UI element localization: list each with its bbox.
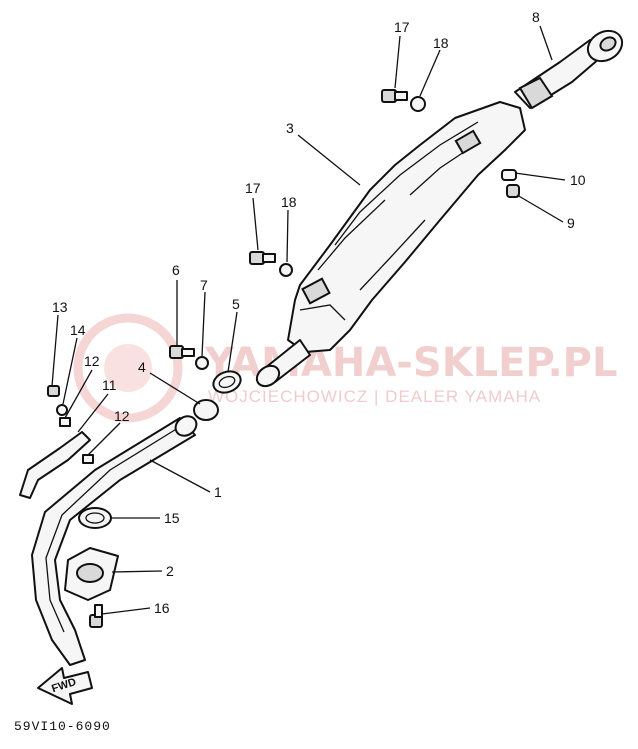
exhaust-pipe-outlet [174, 415, 198, 437]
bolt-13 [47, 385, 60, 397]
muffler-rib-2 [317, 199, 386, 271]
callout-2: 2 [166, 563, 174, 579]
callout-5: 5 [232, 296, 240, 312]
muffler-rib-5 [299, 304, 346, 321]
callout-12-upper: 12 [84, 353, 100, 369]
muffler-inlet-end [255, 364, 281, 388]
callout-18-upper: 18 [433, 35, 449, 51]
muffler-body-outline [287, 101, 526, 353]
callout-16: 16 [154, 600, 170, 616]
callout-14: 14 [70, 322, 86, 338]
muffler-rib-1 [334, 121, 479, 246]
muffler-bracket-front [301, 277, 331, 305]
callouts: 17 8 18 3 10 9 17 18 6 7 5 13 14 12 4 11… [52, 9, 586, 616]
damper-12-upper [59, 417, 71, 427]
washer-7 [195, 356, 209, 370]
gasket-part-15 [78, 507, 112, 529]
bolt-6 [169, 345, 195, 359]
callout-17-upper: 17 [394, 19, 410, 35]
callout-11: 11 [102, 377, 117, 393]
callout-18-lower: 18 [281, 194, 297, 210]
callout-3: 3 [286, 120, 294, 136]
callout-17-lower: 17 [245, 180, 261, 196]
callout-1: 1 [214, 484, 222, 500]
tail-pipe-clamp [518, 76, 554, 110]
grommet-10 [501, 169, 517, 181]
muffler-body-part-3 [255, 101, 526, 388]
fasteners [47, 89, 520, 628]
callout-9: 9 [567, 215, 575, 231]
bolt-17-upper [381, 89, 408, 103]
callout-15: 15 [164, 510, 180, 526]
callout-10: 10 [570, 172, 586, 188]
watermark-sub-text: WOJCIECHOWICZ | DEALER YAMAHA [208, 387, 541, 406]
joint-4 [193, 399, 219, 421]
callout-8: 8 [532, 9, 540, 25]
callout-12-lower: 12 [114, 408, 130, 424]
bolt-16 [89, 604, 103, 628]
exhaust-pipe-highlight [45, 427, 179, 633]
washer-18-upper [410, 96, 426, 112]
callout-6: 6 [172, 262, 180, 278]
callout-7: 7 [200, 277, 208, 293]
watermark-logo-icon [73, 313, 183, 423]
exhaust-bracket-part-11 [19, 431, 91, 499]
fwd-arrow-icon: FWD [37, 667, 93, 705]
collar-9 [506, 184, 520, 198]
washer-14 [56, 404, 68, 416]
muffler-rib-4 [359, 219, 426, 291]
muffler-rib-3 [409, 147, 471, 196]
tail-pipe-part-8 [514, 29, 624, 110]
callout-4: 4 [138, 359, 146, 375]
drawing-code: 59VI10-6090 [14, 719, 111, 734]
washer-18-lower [279, 263, 293, 277]
tail-pipe-end-hole [599, 36, 617, 52]
damper-12-lower [82, 454, 94, 464]
clamp-5 [212, 370, 242, 394]
watermark-logo-inner-icon [104, 344, 152, 392]
exhaust-pipe-part-1 [31, 415, 198, 666]
bolt-17-lower [249, 251, 276, 265]
callout-13: 13 [52, 299, 68, 315]
flange-part-2 [64, 547, 119, 601]
leader-lines [51, 25, 566, 615]
muffler-bracket-rear [454, 129, 482, 155]
